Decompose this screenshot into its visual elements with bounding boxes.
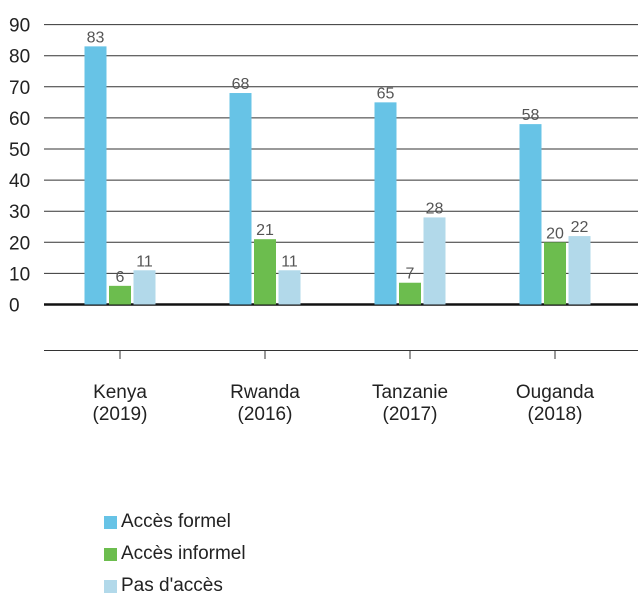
bar-0-0 <box>84 46 107 305</box>
y-tick-label-80: 80 <box>9 47 30 68</box>
bar-1-1 <box>254 239 276 305</box>
y-tick-label-40: 40 <box>9 171 30 192</box>
x-tick-label-2-1: (2017) <box>383 404 438 425</box>
legend: Accès formel Accès informel Pas d'accès <box>104 506 246 602</box>
legend-swatch-informal <box>104 547 117 561</box>
legend-label-formal: Accès formel <box>121 511 231 532</box>
x-tick-label-1-0: Rwanda <box>230 382 300 403</box>
data-label-0-1: 68 <box>232 76 250 93</box>
x-tick-label-3-0: Ouganda <box>516 382 595 403</box>
data-label-2-0: 11 <box>136 253 153 270</box>
bar-2-0 <box>133 270 156 305</box>
y-tick-label-50: 50 <box>9 140 30 161</box>
x-tick-label-1-1: (2016) <box>238 404 293 425</box>
x-tick-label-2-0: Tanzanie <box>372 382 448 403</box>
data-label-1-3: 20 <box>546 225 564 242</box>
legend-item-informal: Accès informel <box>104 538 246 570</box>
data-label-1-2: 7 <box>406 266 415 283</box>
bars <box>84 46 591 305</box>
legend-label-informal: Accès informel <box>121 543 246 564</box>
y-tick-label-0: 0 <box>9 296 20 317</box>
data-labels: 83 68 65 58 6 21 7 20 11 11 28 22 <box>87 29 589 285</box>
bar-1-2 <box>399 282 421 305</box>
bar-1-3 <box>544 242 566 305</box>
bar-2-3 <box>568 236 591 305</box>
legend-item-no-access: Pas d'accès <box>104 570 246 602</box>
data-label-0-2: 65 <box>377 85 395 102</box>
bar-0-1 <box>229 93 252 305</box>
y-tick-label-90: 90 <box>9 16 30 37</box>
data-label-0-3: 58 <box>522 107 540 124</box>
legend-swatch-no-access <box>104 579 117 593</box>
y-tick-label-30: 30 <box>9 202 30 223</box>
legend-item-formal: Accès formel <box>104 506 246 538</box>
y-tick-label-70: 70 <box>9 78 30 99</box>
x-tick-label-0-1: (2019) <box>93 404 148 425</box>
legend-swatch-formal <box>104 515 117 529</box>
x-tick-label-3-1: (2018) <box>528 404 583 425</box>
bar-0-3 <box>519 124 542 305</box>
data-label-2-2: 28 <box>426 200 444 217</box>
y-tick-label-20: 20 <box>9 233 30 254</box>
y-axis-tick-labels: 0 10 20 30 40 50 60 70 80 90 <box>9 16 30 317</box>
bar-1-0 <box>109 285 131 305</box>
data-label-1-1: 21 <box>256 222 274 239</box>
bar-2-1 <box>278 270 301 305</box>
x-axis: Kenya(2019) Rwanda(2016) Tanzanie(2017) Oug… <box>44 350 638 425</box>
data-label-2-1: 11 <box>281 253 298 270</box>
y-tick-label-10: 10 <box>9 264 30 285</box>
bar-0-2 <box>374 102 397 305</box>
bar-2-2 <box>423 217 446 305</box>
data-label-1-0: 6 <box>116 269 125 286</box>
data-label-0-0: 83 <box>87 29 105 46</box>
legend-label-no-access: Pas d'accès <box>121 575 223 596</box>
y-tick-label-60: 60 <box>9 109 30 130</box>
x-tick-label-0-0: Kenya <box>93 382 147 403</box>
data-label-2-3: 22 <box>571 219 589 236</box>
